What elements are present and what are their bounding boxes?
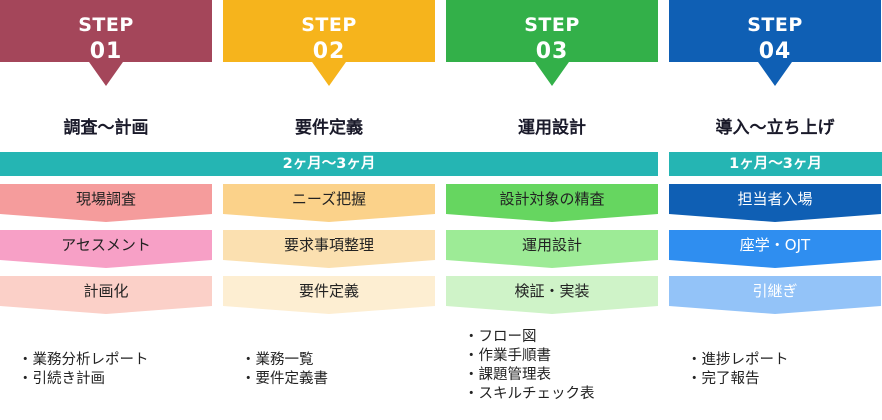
- deliverables-list: ・進捗レポート ・完了報告: [687, 351, 789, 389]
- task-chevron: ニーズ把握: [223, 184, 435, 222]
- step-02-header: STEP 02: [223, 0, 435, 86]
- task-chevron: 現場調査: [0, 184, 212, 222]
- deliverable-item: ・進捗レポート: [687, 352, 789, 368]
- phase-title: 調査～計画: [63, 118, 149, 138]
- deliverables-list: ・業務分析レポート ・引続き計画: [18, 351, 149, 389]
- deliverable-item: ・業務分析レポート: [18, 352, 149, 368]
- phase-title: 運用設計: [518, 118, 586, 138]
- task-chevron: アセスメント: [0, 230, 212, 268]
- deliverables-list: ・業務一覧 ・要件定義書: [241, 351, 328, 389]
- step-01-header: STEP 01: [0, 0, 212, 86]
- step-04-column: STEP 04 導入～立ち上げ 担当者入場 座学・OJT 引継ぎ ・進捗レポート…: [669, 0, 881, 420]
- task-chevron: 要件定義: [223, 276, 435, 314]
- deliverable-item: ・完了報告: [687, 371, 760, 387]
- deliverable-item: ・課題管理表: [464, 367, 551, 383]
- task-chevron: 引継ぎ: [669, 276, 881, 314]
- step-label: STEP: [524, 14, 580, 36]
- deliverable-item: ・フロー図: [464, 329, 537, 345]
- step-number: 04: [758, 39, 792, 64]
- step-number: 02: [312, 39, 346, 64]
- step-03-column: STEP 03 運用設計 設計対象の精査 運用設計 検証・実装 ・フロー図 ・作…: [446, 0, 658, 420]
- deliverable-item: ・作業手順書: [464, 348, 551, 364]
- task-chevron: 座学・OJT: [669, 230, 881, 268]
- deliverable-item: ・業務一覧: [241, 352, 314, 368]
- step-03-header: STEP 03: [446, 0, 658, 86]
- task-chevron: 計画化: [0, 276, 212, 314]
- deliverable-item: ・要件定義書: [241, 371, 328, 387]
- task-chevron: 要求事項整理: [223, 230, 435, 268]
- step-number: 01: [89, 39, 123, 64]
- deliverable-item: ・スキルチェック表: [464, 386, 595, 402]
- task-chevron: 検証・実装: [446, 276, 658, 314]
- step-label: STEP: [301, 14, 357, 36]
- deliverable-item: ・引続き計画: [18, 371, 105, 387]
- task-chevron: 運用設計: [446, 230, 658, 268]
- step-02-column: STEP 02 要件定義 ニーズ把握 要求事項整理 要件定義 ・業務一覧 ・要件…: [223, 0, 435, 420]
- phase-title: 導入～立ち上げ: [715, 118, 835, 138]
- deliverables-list: ・フロー図 ・作業手順書 ・課題管理表 ・スキルチェック表: [464, 328, 595, 404]
- step-01-column: STEP 01 調査～計画 現場調査 アセスメント 計画化 ・業務分析レポート …: [0, 0, 212, 420]
- period-bar-steps-1-3: 2ヶ月～3ヶ月: [0, 152, 658, 176]
- step-04-header: STEP 04: [669, 0, 881, 86]
- step-number: 03: [535, 39, 569, 64]
- step-label: STEP: [78, 14, 134, 36]
- phase-title: 要件定義: [295, 118, 363, 138]
- period-bar-step-4: 1ヶ月～3ヶ月: [669, 152, 882, 176]
- task-chevron: 担当者入場: [669, 184, 881, 222]
- step-label: STEP: [747, 14, 803, 36]
- task-chevron: 設計対象の精査: [446, 184, 658, 222]
